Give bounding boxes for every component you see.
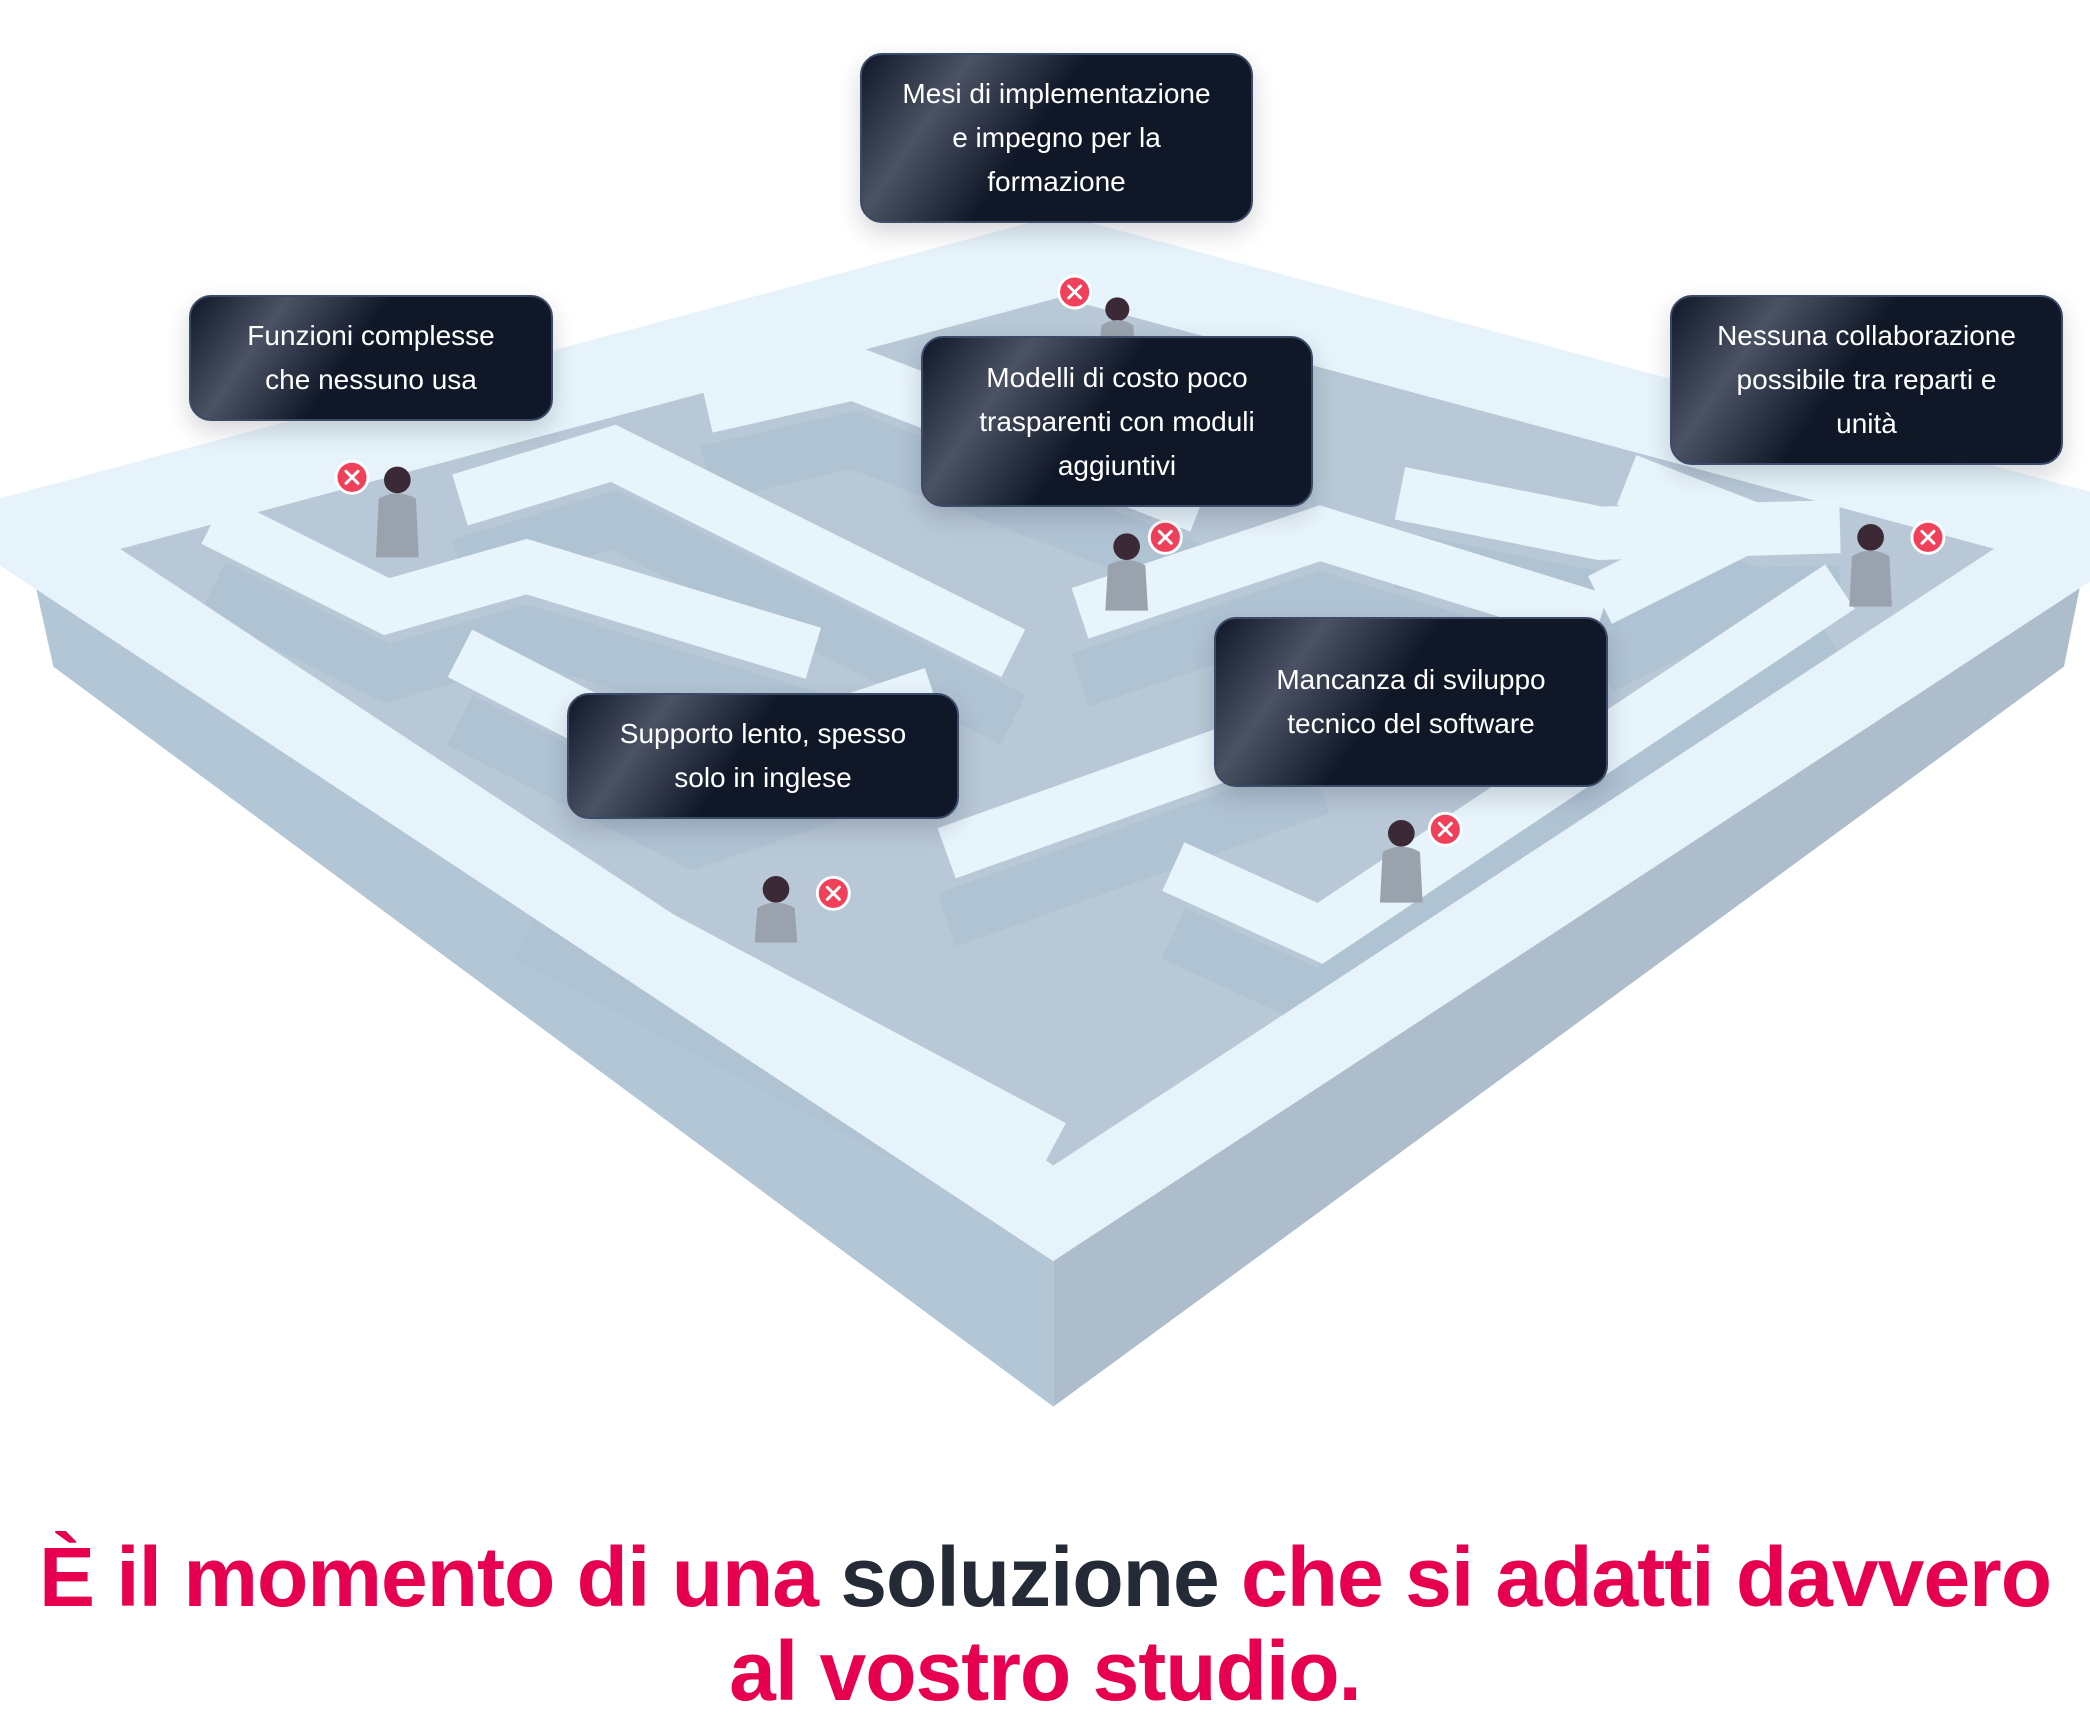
callout-line: Modelli di costo poco <box>986 361 1248 393</box>
person-icon <box>1105 533 1148 611</box>
blocked-x-icon <box>1147 519 1183 555</box>
heading-part1: È il momento di una <box>38 1530 841 1624</box>
callout-line: che nessuno usa <box>265 364 477 395</box>
blocked-x-icon <box>334 459 370 495</box>
callout-line: Funzioni complesse <box>247 320 495 351</box>
callout-line: formazione <box>987 166 1126 197</box>
callout-implementation: Mesi di implementazione e impegno per la… <box>860 53 1253 223</box>
callout-line: possibile tra reparti e <box>1736 364 1997 395</box>
callout-development: Mancanza di sviluppo tecnico del softwar… <box>1214 617 1608 787</box>
person-icon <box>754 875 798 943</box>
blocked-x-icon <box>1057 274 1093 310</box>
callout-line: solo in inglese <box>674 762 852 793</box>
callout-line: tecnico del software <box>1287 708 1535 739</box>
person-icon <box>375 466 419 558</box>
person-icon <box>1379 819 1423 903</box>
heading-part2: che si adatti davvero al vostro studio. <box>729 1530 2052 1718</box>
blocked-x-icon <box>1910 519 1946 555</box>
heading-highlight: soluzione <box>840 1530 1219 1624</box>
callout-line: trasparenti con moduli <box>979 405 1255 437</box>
callout-line: Nessuna collaborazione <box>1717 320 2016 351</box>
blocked-x-icon <box>1427 811 1463 847</box>
page-heading: È il momento di una soluzione che si ada… <box>0 1530 2090 1718</box>
callout-features: Funzioni complesse che nessuno usa <box>189 295 553 421</box>
person-icon <box>1849 523 1892 607</box>
callout-line: Supporto lento, spesso <box>619 718 907 749</box>
callout-collaboration: Nessuna collaborazione possibile tra rep… <box>1670 295 2063 465</box>
callout-support: Supporto lento, spesso solo in inglese <box>567 693 959 819</box>
callout-line: Mancanza di sviluppo <box>1276 664 1546 695</box>
callout-pricing: Modelli di costo poco trasparenti con mo… <box>921 336 1313 507</box>
callout-line: aggiuntivi <box>1057 449 1177 481</box>
maze-front-right <box>1053 533 2090 1407</box>
callout-line: e impegno per la <box>952 122 1161 153</box>
blocked-x-icon <box>815 875 851 911</box>
callout-line: unità <box>1836 408 1897 439</box>
callout-line: Mesi di implementazione <box>902 78 1211 109</box>
